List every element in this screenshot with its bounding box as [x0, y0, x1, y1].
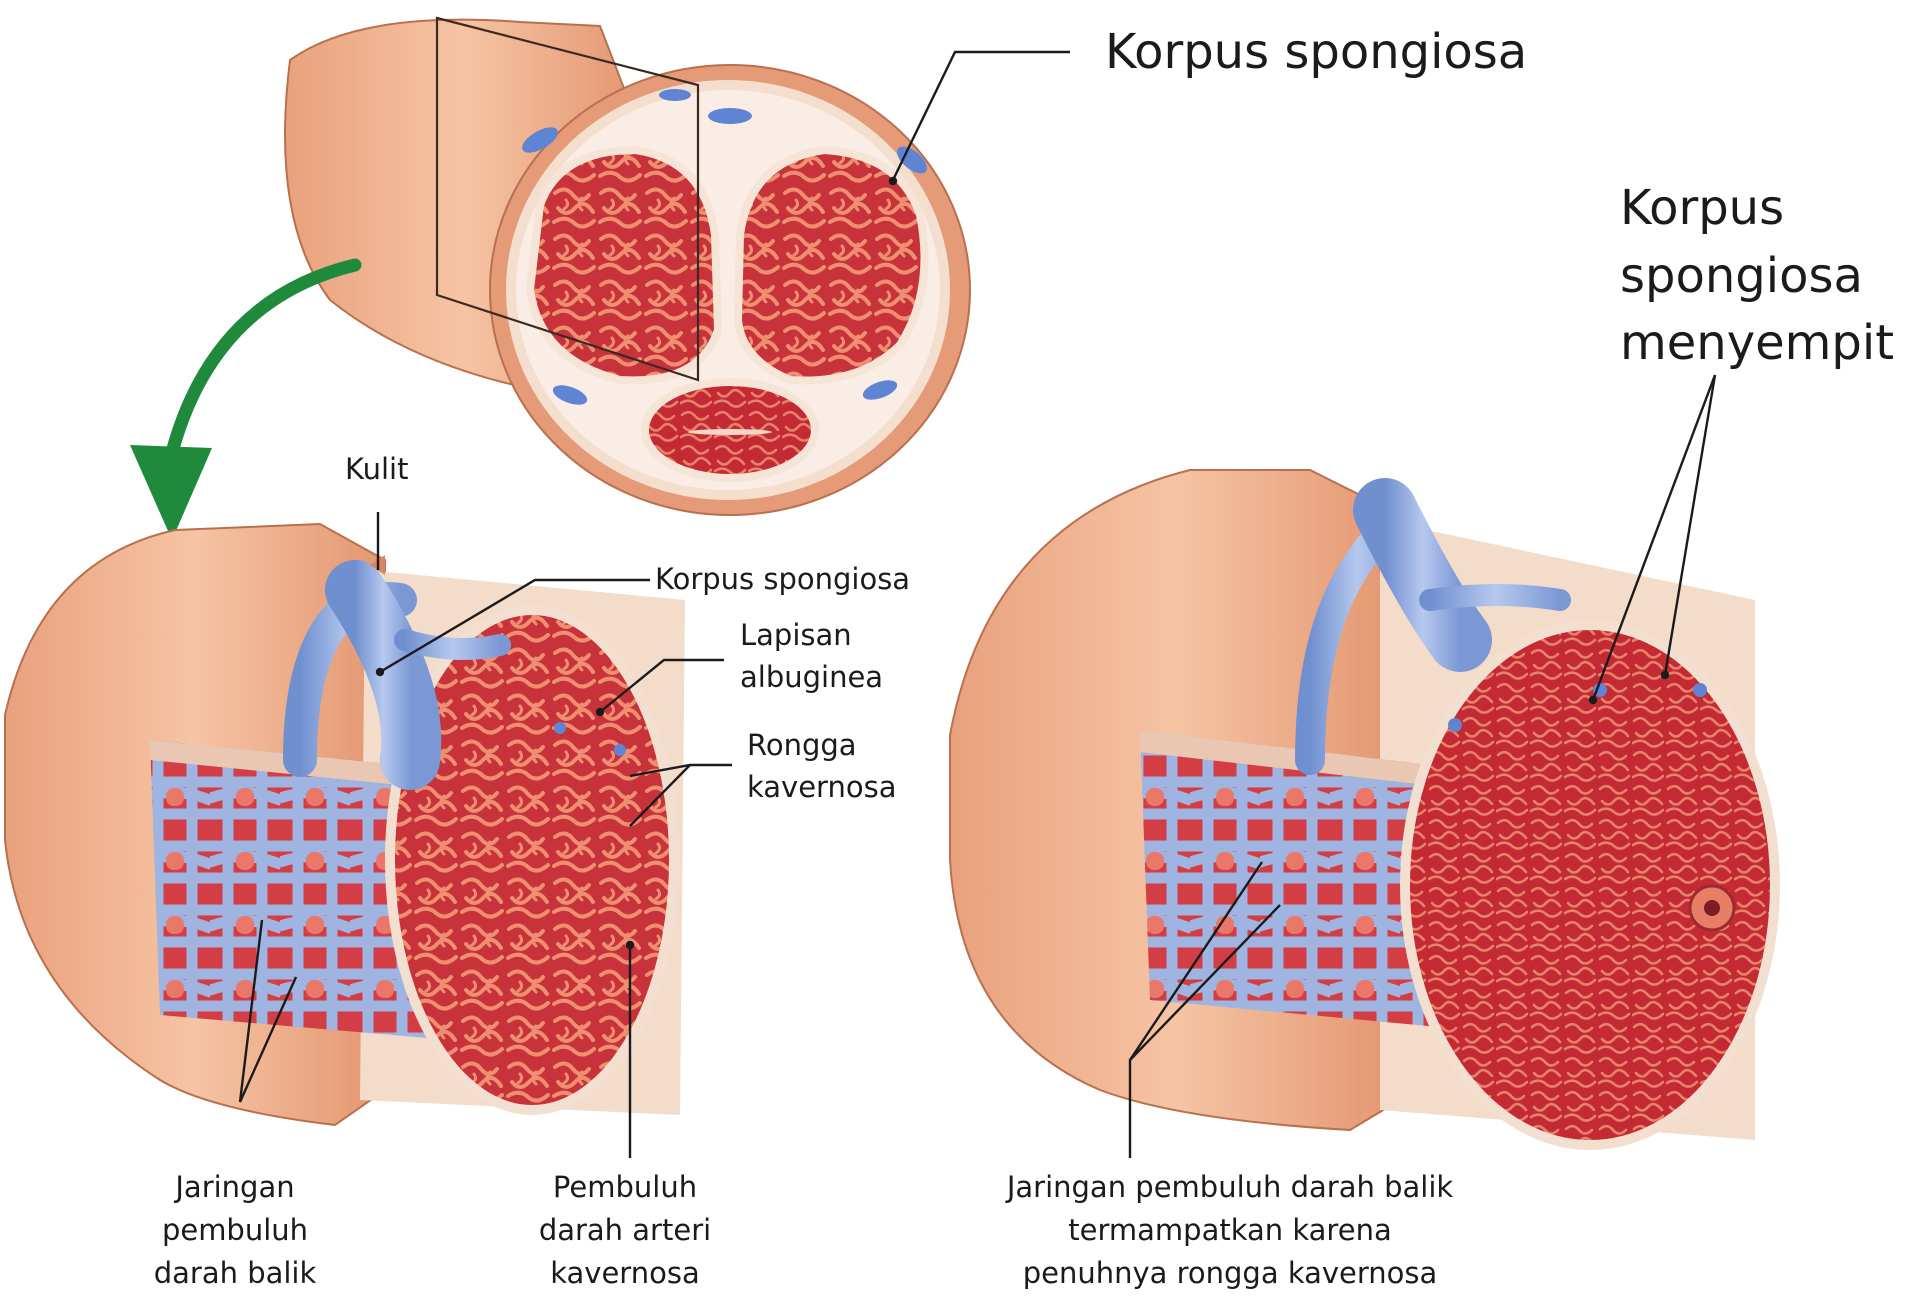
label-lapisan-albuginea: Lapisan albuginea	[740, 618, 883, 694]
label-pembuluh-darah-arteri-kavernosa: Pembuluh darah arteri kavernosa	[500, 1170, 750, 1291]
label-line: albuginea	[740, 660, 883, 694]
label-line: Jaringan	[120, 1170, 350, 1204]
right-tissue-block	[950, 470, 1775, 1145]
label-line: kavernosa	[500, 1256, 750, 1290]
label-line: menyempit	[1620, 315, 1894, 372]
label-line: darah arteri	[500, 1213, 750, 1247]
label-korpus-spongiosa-menyempit: Korpus spongiosa menyempit	[1620, 180, 1894, 372]
label-line: termampatkan karena	[930, 1213, 1530, 1247]
label-jaringan-pembuluh-darah-balik: Jaringan pembuluh darah balik	[120, 1170, 350, 1291]
label-kulit: Kulit	[345, 452, 408, 486]
top-cross-section	[285, 18, 970, 515]
label-line: Pembuluh	[500, 1170, 750, 1204]
green-arrow-icon	[130, 265, 355, 540]
label-line: spongiosa	[1620, 248, 1894, 305]
label-line: Korpus	[1620, 180, 1894, 237]
label-line: pembuluh	[120, 1213, 350, 1247]
label-line: kavernosa	[747, 770, 896, 804]
label-line: penuhnya rongga kavernosa	[930, 1256, 1530, 1290]
label-korpus-spongiosa-top: Korpus spongiosa	[1105, 24, 1527, 81]
label-korpus-spongiosa-mid: Korpus spongiosa	[655, 562, 910, 596]
label-line: darah balik	[120, 1256, 350, 1290]
label-line: Lapisan	[740, 618, 883, 652]
label-line: Jaringan pembuluh darah balik	[930, 1170, 1530, 1204]
left-tissue-block	[5, 524, 685, 1125]
label-jaringan-termampatkan: Jaringan pembuluh darah balik termampatk…	[930, 1170, 1530, 1291]
label-line: Rongga	[747, 728, 896, 762]
label-rongga-kavernosa: Rongga kavernosa	[747, 728, 896, 804]
